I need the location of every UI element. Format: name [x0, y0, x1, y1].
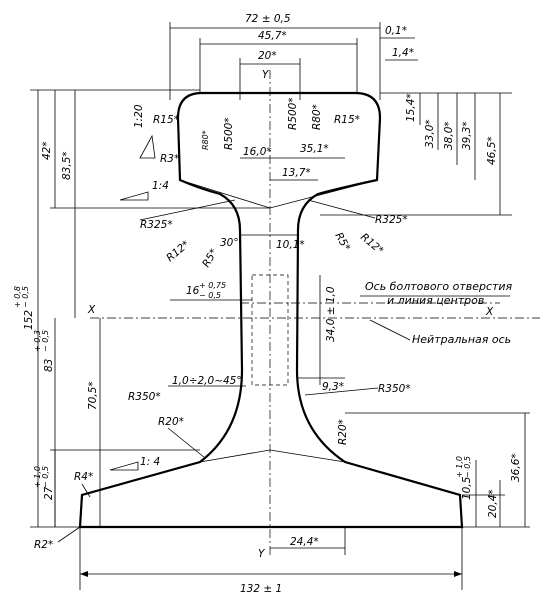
dim-web-thickness: 10,1* [240, 234, 305, 251]
dim-base-edge-text: 27 [43, 486, 55, 500]
dim-head-top: 45,7* [199, 30, 358, 93]
dim-head-small-text: 1,4* [392, 47, 414, 59]
radius-r80-left-text: R80* [201, 130, 210, 150]
radius-r3-text: R3* [160, 153, 179, 165]
dim-web-left: 16,0* [240, 146, 272, 159]
radius-r5-left-text: R5* [200, 247, 220, 270]
dim-neutral-from-base: 70,5* [87, 318, 101, 527]
radius-r80-right-text: R80* [311, 104, 323, 130]
radius-r2-text: R2* [34, 539, 53, 551]
radius-r5-right-text: R5* [332, 231, 352, 254]
dim-head-to-neutral: 83,5* [61, 90, 76, 318]
dim-bottom-offset: 0,1* 1,4* [380, 25, 418, 61]
dim-hole-width: 16 + 0,75 − 0,5 [170, 281, 252, 301]
dim-web-left-text: 16,0* [243, 146, 272, 158]
dim-hole-width-text: 16 [186, 285, 200, 297]
dim-hole-width-tol-upper: + 0,75 [199, 281, 226, 290]
dim-web-mid-text: 13,7* [282, 167, 311, 179]
angle-30-text: 30° [220, 237, 239, 249]
dim-base-36-6-text: 36,6* [510, 453, 522, 482]
dim-right-33-text: 33,0* [424, 119, 436, 148]
dim-right-39-3-text: 39,3* [461, 121, 473, 150]
dim-base-small-tol-upper: + 1,0 [455, 456, 464, 478]
dim-head-top-text: 45,7* [258, 30, 287, 42]
chamfer-text: 1,0÷2,0~45° [172, 375, 242, 387]
dim-right-group: 15,4* 33,0* 38,0* 39,3* 46,5* [320, 92, 512, 216]
radius-r15-left-text: R15* [153, 114, 179, 126]
dim-neutral-from-base-text: 70,5* [87, 381, 99, 410]
dim-head-center: 20* Y [239, 50, 301, 100]
radius-r350-left-text: R350* [128, 391, 161, 403]
slope-head-under-text: 1:4 [152, 180, 169, 192]
dim-base-right-group: 10,5 + 1,0 − 0,5 20,4* 36,6* [345, 412, 530, 528]
dim-head-to-neutral-text: 83,5* [61, 151, 73, 180]
dim-base-half: 24,4* [270, 527, 346, 555]
radius-r4-text: R4* [74, 471, 93, 483]
dim-base-total-text: 132 ± 1 [240, 583, 282, 595]
slope-base-top-text: 1: 4 [140, 456, 160, 468]
radius-r325-left-text: R325* [140, 219, 173, 231]
radius-r20-right-text: R20* [337, 419, 349, 445]
neutral-axis-note: Нейтральная ось [412, 333, 511, 346]
dim-right-38-text: 38,0* [443, 121, 455, 150]
bolt-hole-outline [251, 274, 289, 386]
dim-base-small-text: 10,5 [461, 476, 473, 500]
dim-hole-height-text: 34,0 ± 1,0 [325, 286, 337, 342]
slope-head-side-text: 1:20 [133, 104, 145, 128]
radius-r12-left-text: R12* [164, 238, 192, 264]
dim-web-bottom-text: 9,3* [322, 381, 344, 393]
dim-total-height-text: 152 [23, 310, 35, 330]
axis-x-left-label: X [87, 304, 96, 316]
dim-head-total-text: 72 ± 0,5 [245, 13, 291, 25]
dim-neutral-tol-lower: − 0,5 [41, 330, 50, 352]
dim-hole-width-tol-lower: − 0,5 [199, 291, 221, 300]
dim-web-thickness-text: 10,1* [276, 239, 305, 251]
dim-right-15-4-text: 15,4* [405, 93, 417, 122]
dim-neutral-tol-upper: + 0,3 [33, 330, 42, 352]
radius-r500-right-text: R500* [287, 97, 299, 130]
dim-base-small-tol-lower: − 0,5 [463, 456, 472, 478]
dim-base-edge: 27 + 1,0 − 0,5 [33, 449, 200, 527]
dim-head-total: 72 ± 0,5 [169, 13, 381, 100]
dim-web-mid: 13,7* [270, 167, 318, 181]
axis-y-bottom-label: Y [258, 548, 266, 560]
dim-total-tol-lower: − 0,5 [21, 286, 30, 308]
slope-head-under-mark [119, 191, 149, 201]
radius-r20-left-text: R20* [158, 416, 184, 428]
dim-base-half-text: 24,4* [290, 536, 319, 548]
radius-r350-right-text: R350* [378, 383, 411, 395]
dim-web-right-text: 35,1* [300, 143, 329, 155]
dim-neutral-height-text: 83 [43, 359, 55, 372]
dim-right-46-5-text: 46,5* [486, 136, 498, 165]
dim-total-tol-upper: + 0,8 [13, 286, 22, 308]
head-underside-v [179, 179, 378, 209]
dim-hole-height: 34,0 ± 1,0 [319, 275, 337, 385]
dim-head-center-text: 20* [258, 50, 277, 62]
radius-r15-right-text: R15* [334, 114, 360, 126]
bolt-hole-note-line2: и линия центров [387, 294, 484, 307]
dim-head-height: 42* [41, 90, 270, 209]
dim-bottom-offset-text: 0,1* [385, 25, 407, 37]
dim-base-20-text: 20,4* [487, 489, 499, 518]
slope-base-top-mark [109, 461, 139, 471]
slope-head-side-mark [139, 134, 156, 159]
dim-base-edge-tol-lower: − 0,5 [41, 466, 50, 488]
dim-web-right: 35,1* [270, 143, 345, 159]
dim-web-bottom: 9,3* [297, 377, 345, 393]
dim-head-height-text: 42* [41, 141, 53, 160]
radius-r325-right-text: R325* [375, 214, 408, 226]
dim-base-edge-tol-upper: + 1,0 [33, 466, 42, 488]
dim-base-total: 132 ± 1 [79, 527, 463, 595]
radius-r12-right-text: R12* [358, 231, 386, 257]
radius-r500-left-text: R500* [223, 117, 235, 150]
base-top-peak [199, 449, 346, 463]
axis-y-top-label: Y [262, 69, 270, 81]
axis-x-right-label: X [485, 306, 494, 318]
chamfer-annotation: 1,0÷2,0~45° [168, 375, 246, 387]
bolt-hole-note-line1: Ось болтового отверстия [365, 280, 513, 293]
